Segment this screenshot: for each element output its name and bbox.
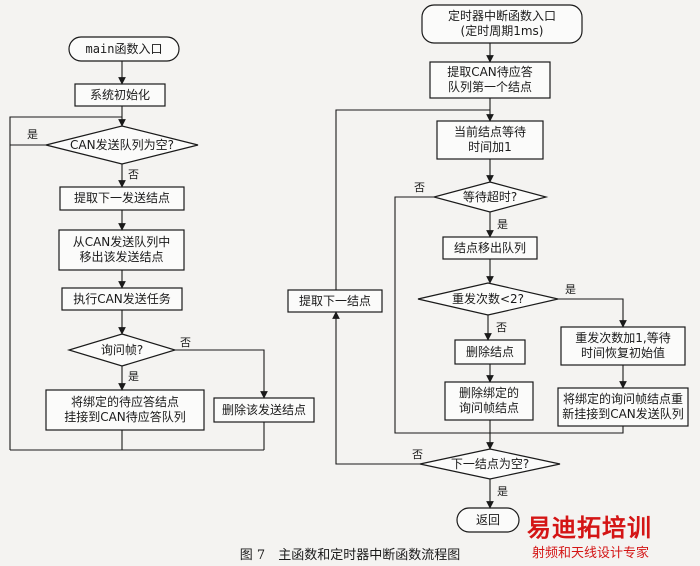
timer-move-out: 结点移出队列: [453, 240, 526, 255]
main-send-task: 执行CAN发送任务: [73, 291, 171, 306]
main-entry: main函数入口: [85, 41, 163, 56]
timer-fetch-first-shape: [429, 61, 551, 99]
main-delete-node: 删除该发送结点: [221, 402, 306, 417]
timer-reattach-shape: [557, 387, 689, 427]
timer-next-empty: 下一结点为空?: [450, 456, 530, 471]
timer-wait-inc: 当前结点等待 时间加1: [453, 125, 526, 154]
timer-delete-node-shape: [454, 339, 526, 365]
timer-resend-inc: 重发次数加1,等待 时间恢复初始值: [575, 331, 671, 360]
main-label-no-1: 否: [128, 168, 139, 181]
main-fetch-next: 提取下一发送结点: [73, 191, 170, 205]
timer-delete-query-shape: [444, 381, 534, 421]
watermark-title: 易迪拓培训: [527, 514, 652, 542]
main-label-yes-2: 是: [128, 370, 139, 383]
timer-label-no-timeout: 否: [414, 181, 425, 194]
timer-entry-shape: [421, 4, 583, 44]
timer-label-no-next: 否: [412, 448, 423, 461]
main-label-no-2: 否: [180, 336, 191, 349]
timer-fetch-next: 提取下一结点: [298, 293, 371, 308]
timer-label-no-resend: 否: [496, 321, 507, 334]
timer-label-yes-resend: 是: [565, 283, 576, 296]
timer-wait-inc-shape: [436, 120, 544, 160]
timer-resend-check: 重发次数<2?: [451, 291, 525, 306]
main-init: 系统初始化: [89, 87, 150, 102]
figure-caption: 图 7 主函数和定时器中断函数流程图: [239, 548, 461, 563]
main-queue-empty: CAN发送队列为空?: [70, 137, 174, 152]
timer-return: 返回: [475, 512, 500, 527]
timer-delete-query: 删除绑定的 询问帧结点: [458, 386, 519, 415]
main-entry-shape: [68, 36, 180, 62]
timer-timeout: 等待超时?: [462, 189, 518, 204]
timer-resend-inc-shape: [560, 326, 686, 366]
main-remove-from-queue: 从CAN发送队列中 移出该发送结点: [72, 235, 171, 264]
timer-entry: 定时器中断函数入口 (定时周期1ms): [447, 9, 556, 38]
main-attach-shape: [45, 389, 205, 431]
main-remove-shape: [58, 229, 185, 271]
watermark-subtitle: 射频和天线设计专家: [532, 546, 650, 561]
main-query-frame: 询问帧?: [100, 342, 144, 357]
timer-reattach: 将绑定的询问帧结点重 新挂接到CAN发送队列: [562, 392, 684, 421]
timer-label-yes-next: 是: [497, 485, 508, 498]
timer-delete-node: 删除结点: [465, 344, 514, 359]
timer-label-yes-timeout: 是: [497, 218, 508, 231]
timer-fetch-first: 提取CAN待应答 队列第一个结点: [447, 65, 533, 94]
main-label-yes-1: 是: [27, 128, 38, 141]
main-attach-wait: 将绑定的待应答结点 挂接到CAN待应答队列: [64, 395, 186, 424]
